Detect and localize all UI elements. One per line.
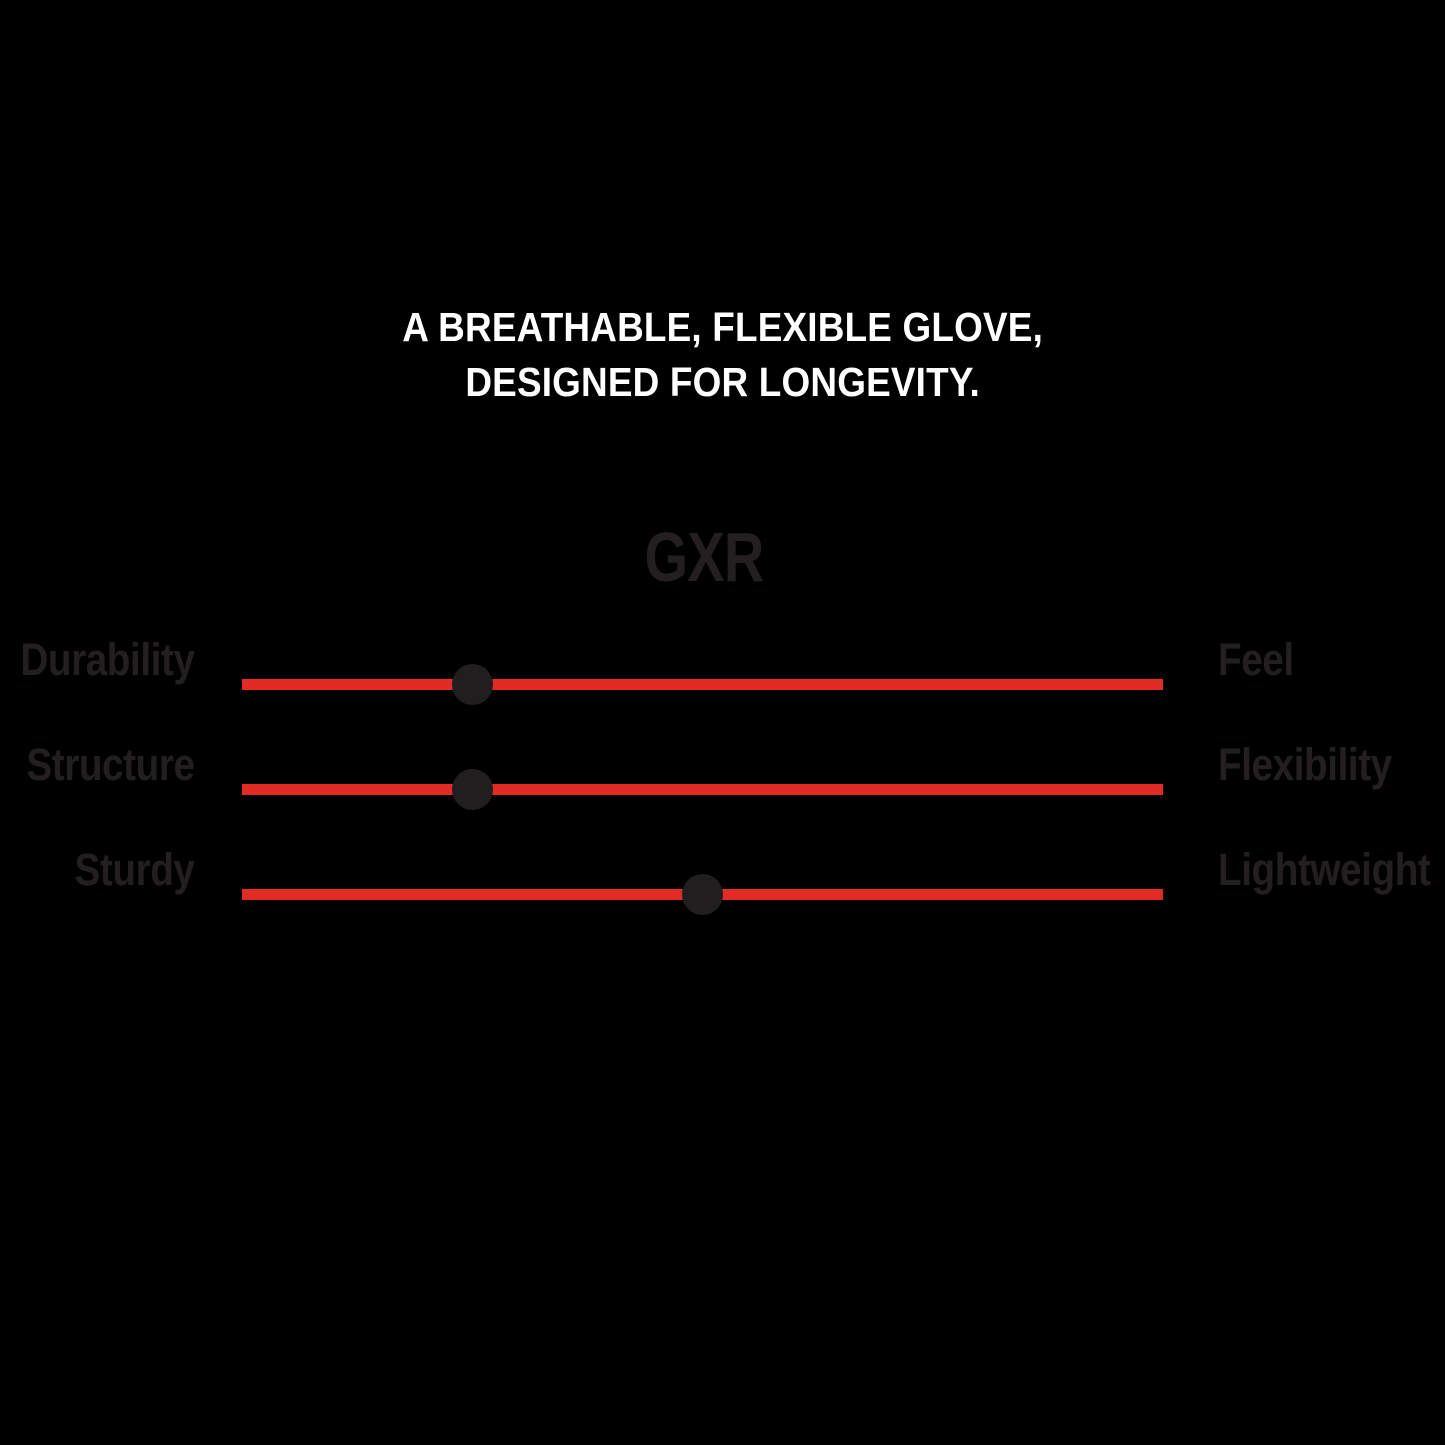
slider-row-sturdy-lightweight[interactable]: Sturdy Lightweight [0,842,1445,947]
product-name: GXR [644,518,765,596]
slider-track-durability-feel[interactable] [242,679,1163,690]
slider-right-label-flexibility: Flexibility [1218,739,1392,790]
slider-left-label-sturdy: Sturdy [75,844,195,895]
headline-line-1: A BREATHABLE, FLEXIBLE GLOVE, [402,304,1044,350]
slider-track-structure-flexibility[interactable] [242,784,1163,795]
slider-left-label-structure: Structure [26,739,196,790]
slider-row-structure-flexibility[interactable]: Structure Flexibility [0,737,1445,842]
slider-row-durability-feel[interactable]: Durability Feel [0,632,1445,737]
slider-right-label-lightweight: Lightweight [1218,844,1431,895]
slider-knob-durability-feel[interactable] [451,663,493,705]
slider-right-label-feel: Feel [1218,634,1294,685]
slider-left-label-durability: Durability [20,634,196,685]
slider-knob-sturdy-lightweight[interactable] [682,873,723,915]
headline-line-2: DESIGNED FOR LONGEVITY. [465,359,980,405]
slider-knob-structure-flexibility[interactable] [451,768,493,810]
headline: A BREATHABLE, FLEXIBLE GLOVE, DESIGNED F… [72,300,1373,410]
